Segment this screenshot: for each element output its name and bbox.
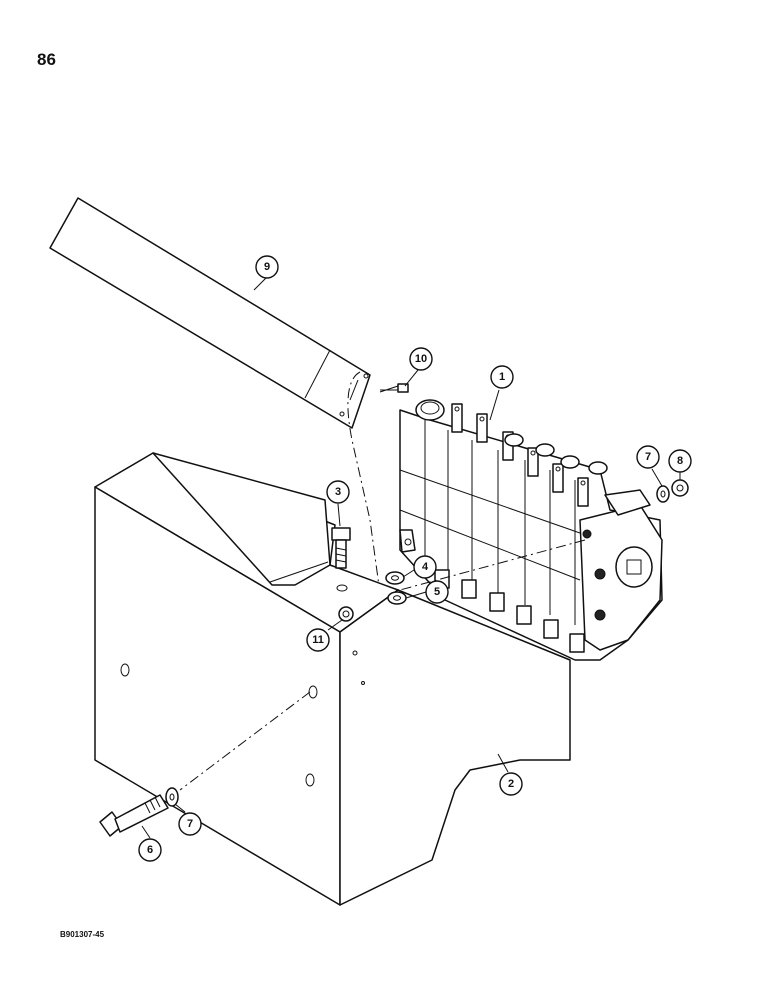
spool-handles (451, 403, 589, 507)
callout-4: 4 (413, 555, 437, 579)
washers-parts-4-5 (385, 571, 407, 605)
callout-7-right: 7 (636, 445, 660, 469)
svg-text:7: 7 (645, 451, 651, 463)
long-bolt-part-6 (99, 794, 169, 837)
svg-text:1: 1 (499, 371, 505, 383)
callout-10: 10 (409, 347, 433, 371)
washer-part-7-right (656, 485, 670, 503)
svg-text:4: 4 (422, 561, 429, 573)
svg-text:5: 5 (434, 586, 440, 598)
alignment-dashed-line-valve (399, 539, 586, 591)
svg-text:2: 2 (508, 778, 514, 790)
svg-text:9: 9 (264, 261, 270, 273)
page-number: 86 (37, 50, 56, 69)
cover-plate-part-9 (49, 197, 371, 429)
svg-text:7: 7 (187, 818, 193, 830)
callout-11: 11 (306, 628, 330, 652)
leader-lines (141, 277, 681, 839)
alignment-dashed-line-bolt (179, 691, 311, 791)
control-valve-part-1 (399, 399, 663, 661)
svg-text:6: 6 (147, 844, 153, 856)
nut-part-8 (671, 479, 689, 497)
callout-5: 5 (425, 580, 449, 604)
svg-text:11: 11 (312, 634, 324, 646)
callout-1: 1 (490, 365, 514, 389)
screw-part-10 (379, 383, 409, 393)
callout-2: 2 (499, 772, 523, 796)
svg-text:10: 10 (415, 353, 427, 365)
callout-3: 3 (326, 480, 350, 504)
bolt-part-3 (331, 527, 351, 569)
support-box-part-2 (94, 452, 571, 906)
nut-part-11 (338, 606, 354, 622)
callout-7-left: 7 (178, 812, 202, 836)
callout-6: 6 (138, 838, 162, 862)
callout-8: 8 (668, 449, 692, 473)
svg-text:3: 3 (335, 486, 341, 498)
callout-9: 9 (255, 255, 279, 279)
washer-part-7-left (165, 787, 179, 807)
svg-text:8: 8 (677, 455, 683, 467)
figure-code: B901307-45 (60, 930, 105, 939)
